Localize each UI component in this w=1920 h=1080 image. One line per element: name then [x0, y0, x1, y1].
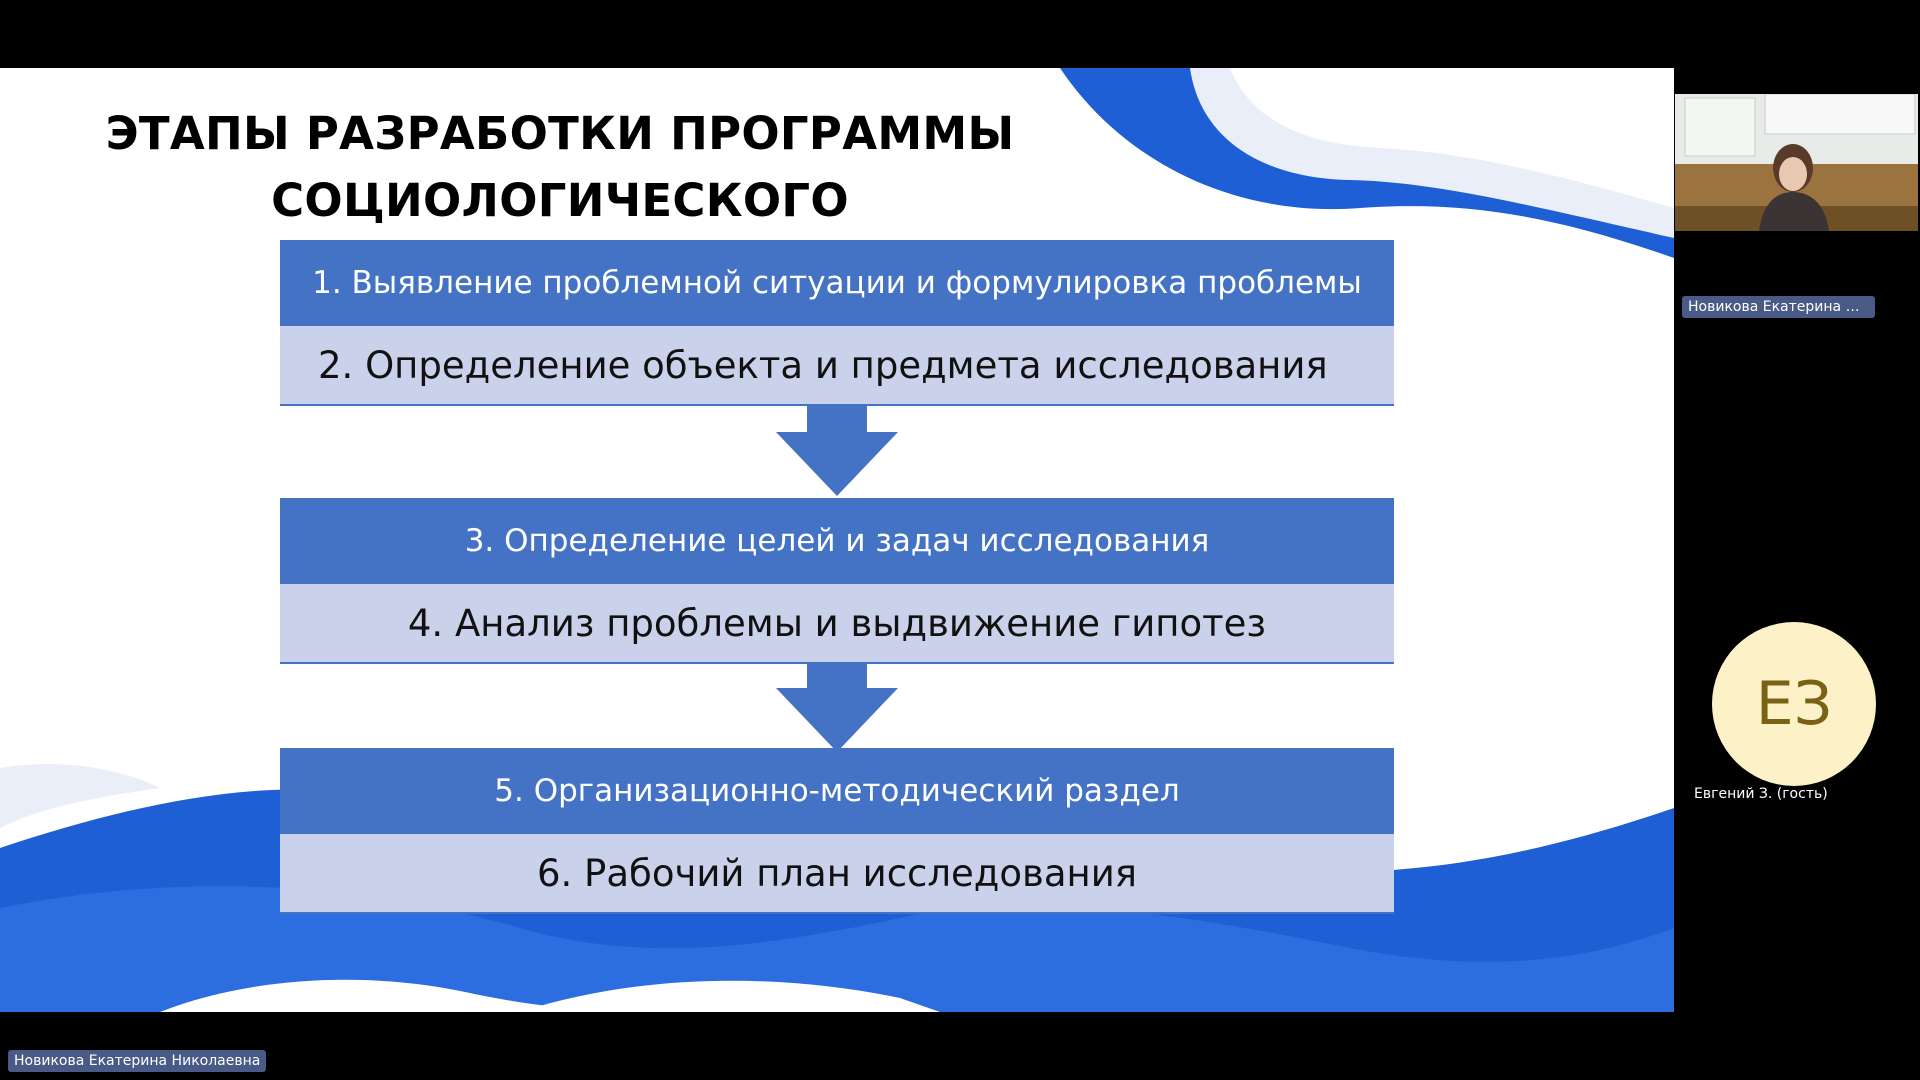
speaker-name-tag: Новикова Екатерина Ник...: [1682, 296, 1875, 318]
speaker-video-feed: [1675, 94, 1918, 231]
stage-2: 2. Определение объекта и предмета исслед…: [280, 326, 1394, 406]
slide-title-line-1: ЭТАПЫ РАЗРАБОТКИ ПРОГРАММЫ: [105, 107, 1015, 160]
down-arrow-icon: [776, 406, 898, 496]
presenter-name-tag: Новикова Екатерина Николаевна: [8, 1050, 267, 1072]
stage-1: 1. Выявление проблемной ситуации и форму…: [280, 240, 1394, 326]
shared-slide: ЭТАПЫ РАЗРАБОТКИ ПРОГРАММЫ СОЦИОЛОГИЧЕСК…: [0, 68, 1674, 1012]
stage-group-3: 5. Организационно-методический раздел 6.…: [280, 748, 1394, 914]
guest-name-label: Евгений З. (гость): [1694, 786, 1828, 802]
stage-group-1: 1. Выявление проблемной ситуации и форму…: [280, 240, 1394, 406]
stage-4: 4. Анализ проблемы и выдвижение гипотез: [280, 584, 1394, 664]
down-arrow-icon: [776, 662, 898, 752]
speaker-video-tile[interactable]: [1675, 94, 1918, 231]
stage-3: 3. Определение целей и задач исследовани…: [280, 498, 1394, 584]
guest-avatar[interactable]: ЕЗ: [1712, 622, 1876, 786]
stage-6: 6. Рабочий план исследования: [280, 834, 1394, 914]
stage-group-2: 3. Определение целей и задач исследовани…: [280, 498, 1394, 664]
stage-5: 5. Организационно-методический раздел: [280, 748, 1394, 834]
